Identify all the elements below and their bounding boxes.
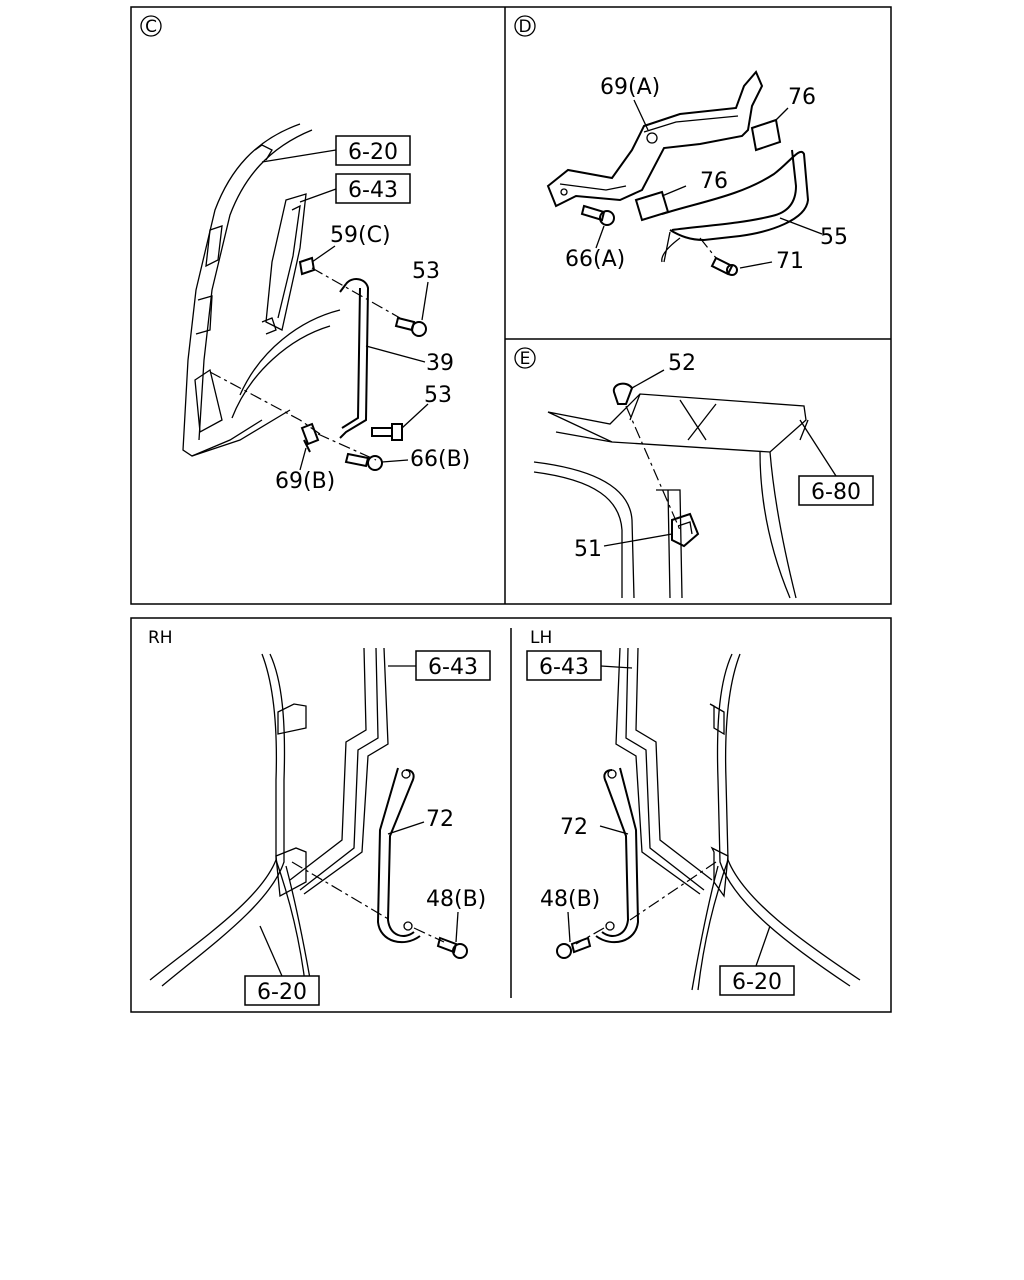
- grab-handle-72-rh: [386, 769, 415, 937]
- door-frame-drawing: [182, 123, 341, 457]
- leader-6-43-c: [299, 188, 337, 203]
- ref-6-20-lh: 6-20: [732, 970, 782, 995]
- ref-6-20-rh: 6-20: [257, 980, 307, 1005]
- label-66a: 66(A): [565, 247, 625, 272]
- label-53-lower: 53: [424, 383, 452, 408]
- section-marker-c-label: C: [145, 17, 157, 37]
- grab-handle-39: [339, 278, 370, 439]
- label-51: 51: [574, 537, 602, 562]
- bracket-69b: [300, 422, 320, 453]
- ref-box-6-43-rh: [415, 650, 491, 681]
- panel-e: E 52 51 6-80: [514, 347, 874, 599]
- label-55: 55: [820, 225, 848, 250]
- section-marker-c: [140, 15, 162, 37]
- bolt-53-lower: [371, 423, 403, 441]
- grab-handle-55: [661, 151, 810, 242]
- label-52: 52: [668, 351, 696, 376]
- ref-6-43-lh: 6-43: [539, 655, 589, 680]
- ref-box-6-20-rh: [244, 975, 320, 1006]
- panel-c: C 6-20 6-43 59(C): [140, 15, 470, 494]
- label-72-rh: 72: [426, 807, 454, 832]
- grab-handle-72-lh: [601, 769, 630, 937]
- clip-76-upper: [750, 118, 782, 152]
- screw-71: [710, 256, 738, 276]
- bolt-66b: [344, 452, 383, 471]
- ref-box-6-43-c: [335, 173, 411, 204]
- panel-rh: RH 72 48(B): [148, 628, 491, 1006]
- label-69b: 69(B): [275, 469, 335, 494]
- bolt-66a: [580, 204, 615, 226]
- leader-6-20-c: [261, 149, 337, 163]
- bracket-69a: [546, 70, 764, 208]
- label-39: 39: [426, 351, 454, 376]
- ref-box-6-43-lh: [526, 650, 602, 681]
- side-label-rh: RH: [148, 628, 173, 648]
- label-69a: 69(A): [600, 75, 660, 100]
- ref-6-20-c: 6-20: [348, 140, 398, 165]
- section-marker-d: [514, 15, 536, 37]
- section-marker-e-label: E: [520, 349, 531, 369]
- label-66b: 66(B): [410, 447, 470, 472]
- label-53-upper: 53: [412, 259, 440, 284]
- panel-lh: LH 72 48(B) 6-43: [526, 628, 861, 996]
- bolt-48b-rh: [436, 936, 468, 959]
- label-48b-lh: 48(B): [540, 887, 600, 912]
- panel-d: D 69(A) 76 76 55 66(A): [514, 15, 848, 276]
- clip-59c: [298, 256, 316, 276]
- label-76-lower: 76: [700, 169, 728, 194]
- lh-pillar-drawing: [595, 647, 861, 991]
- bottom-frame: [130, 617, 892, 1013]
- ref-box-6-80: [798, 475, 874, 506]
- label-76-upper: 76: [788, 85, 816, 110]
- label-59c: 59(C): [330, 223, 391, 248]
- label-71: 71: [776, 249, 804, 274]
- bolt-53-upper: [394, 316, 427, 337]
- ref-6-80: 6-80: [811, 480, 861, 505]
- rh-pillar-drawing: [149, 647, 421, 991]
- bolt-48b-lh: [556, 936, 592, 959]
- ref-6-43-rh: 6-43: [428, 655, 478, 680]
- label-72-lh: 72: [560, 815, 588, 840]
- top-frame: [130, 6, 892, 605]
- label-48b-rh: 48(B): [426, 887, 486, 912]
- clip-52: [612, 382, 634, 405]
- ref-box-6-20-c: [335, 135, 411, 166]
- ref-6-43-c: 6-43: [348, 178, 398, 203]
- section-marker-e: [514, 347, 536, 369]
- side-label-lh: LH: [530, 628, 552, 648]
- clip-51: [671, 512, 700, 548]
- ref-box-6-20-lh: [719, 965, 795, 996]
- roof-rail-drawing: [533, 393, 809, 599]
- section-marker-d-label: D: [518, 17, 531, 37]
